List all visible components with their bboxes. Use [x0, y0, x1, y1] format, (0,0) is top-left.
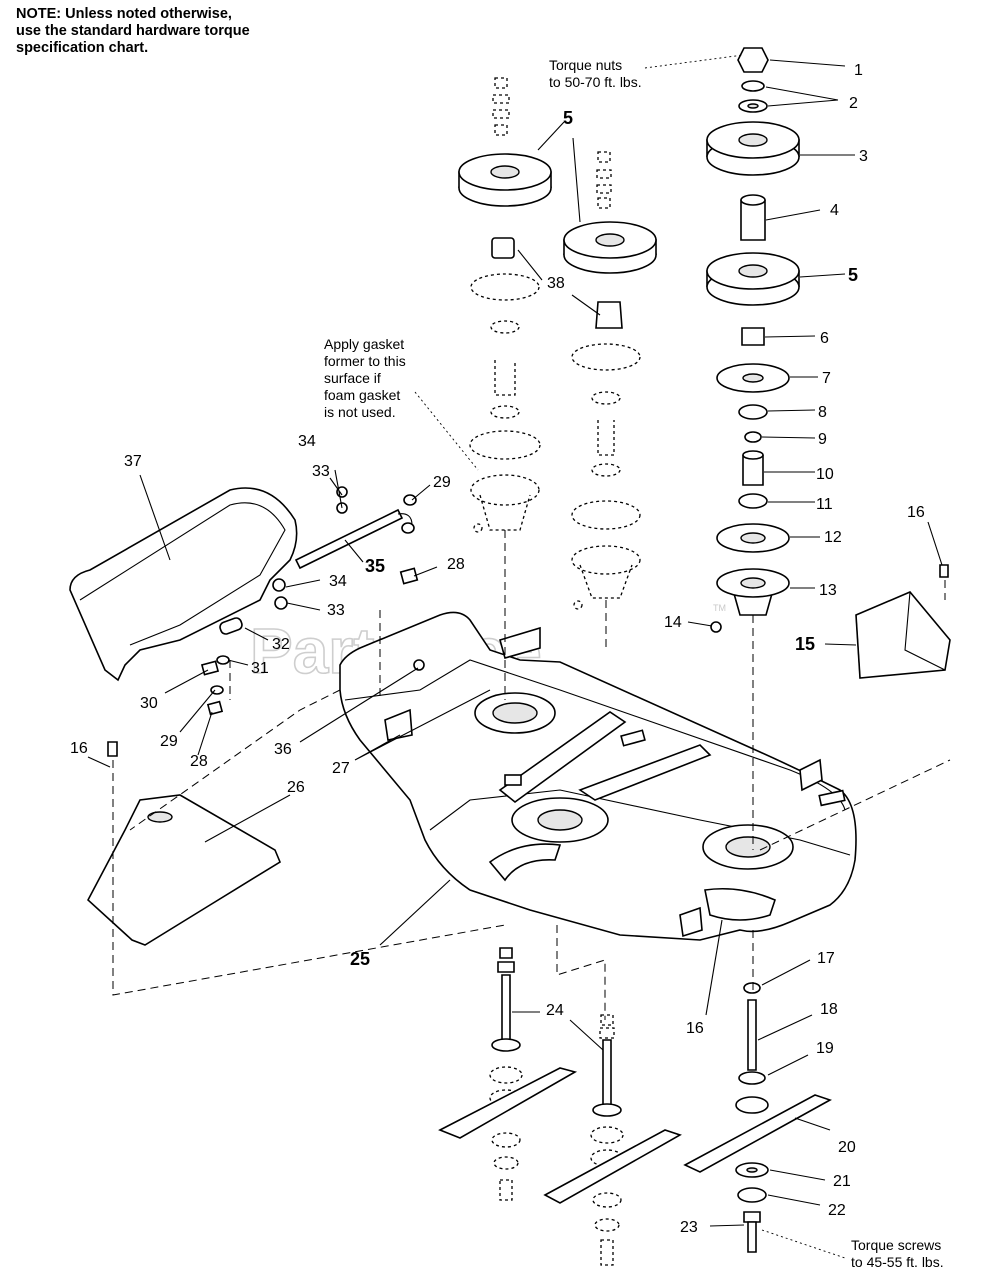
callout-15: 15 — [795, 634, 815, 654]
callout-16-left: 16 — [70, 740, 88, 757]
callout-31: 31 — [251, 660, 269, 677]
callout-23: 23 — [680, 1219, 698, 1236]
leader-lines — [87, 59, 943, 1227]
callout-33-top: 33 — [312, 463, 330, 480]
callout-29-top: 29 — [433, 474, 451, 491]
torque-nuts-annotation: Torque nuts to 50-70 ft. lbs. — [549, 57, 642, 90]
callout-24-left: 24 — [546, 1002, 564, 1019]
callout-5-right: 5 — [848, 265, 858, 285]
callout-25: 25 — [350, 949, 370, 969]
callout-18: 18 — [820, 1001, 838, 1018]
callout-28-bottom: 28 — [190, 753, 208, 770]
watermark-trademark: TM — [713, 603, 726, 613]
callout-32: 32 — [272, 636, 290, 653]
callout-9: 9 — [818, 431, 827, 448]
left-belt-cover — [87, 741, 282, 946]
blade-assemblies — [438, 947, 832, 1266]
callout-20: 20 — [838, 1139, 856, 1156]
callout-36: 36 — [274, 741, 292, 758]
callout-34-top: 34 — [298, 433, 316, 450]
right-belt-cover — [855, 564, 951, 679]
callout-10: 10 — [816, 466, 834, 483]
center-spindle-stack — [563, 151, 657, 610]
assembly-lines — [112, 54, 951, 1259]
torque-note: NOTE: Unless noted otherwise, use the st… — [16, 6, 250, 56]
callout-28-top: 28 — [447, 556, 465, 573]
callout-30: 30 — [140, 695, 158, 712]
callout-14: 14 — [664, 614, 682, 631]
mower-deck-housing — [339, 611, 857, 941]
callout-33-bottom: 33 — [327, 602, 345, 619]
callout-1: 1 — [854, 62, 863, 79]
callout-6: 6 — [820, 330, 829, 347]
callout-37: 37 — [124, 453, 142, 470]
callout-16-bottom: 16 — [686, 1020, 704, 1037]
callout-5-left: 5 — [563, 108, 573, 128]
callout-38: 38 — [547, 275, 565, 292]
callout-numbers: 1 2 3 4 5 5 6 7 8 9 10 11 12 13 14 15 16… — [70, 62, 925, 1236]
callout-8: 8 — [818, 404, 827, 421]
callout-17: 17 — [817, 950, 835, 967]
callout-22: 22 — [828, 1202, 846, 1219]
callout-35: 35 — [365, 556, 385, 576]
gasket-annotation: Apply gasket former to this surface if f… — [324, 336, 406, 420]
callout-29-bottom: 29 — [160, 733, 178, 750]
callout-27: 27 — [332, 760, 350, 777]
callout-13: 13 — [819, 582, 837, 599]
callout-2: 2 — [849, 95, 858, 112]
left-spindle-stack — [458, 77, 552, 533]
callout-26: 26 — [287, 779, 305, 796]
callout-16-right: 16 — [907, 504, 925, 521]
callout-19: 19 — [816, 1040, 834, 1057]
callout-7: 7 — [822, 370, 831, 387]
callout-3: 3 — [859, 148, 868, 165]
callout-4: 4 — [830, 202, 839, 219]
callout-11: 11 — [816, 496, 833, 513]
callout-34-bottom: 34 — [329, 573, 347, 590]
torque-screws-annotation: Torque screws to 45-55 ft. lbs. — [851, 1237, 944, 1270]
callout-12: 12 — [824, 529, 842, 546]
callout-21: 21 — [833, 1173, 851, 1190]
right-spindle-stack — [706, 47, 800, 633]
